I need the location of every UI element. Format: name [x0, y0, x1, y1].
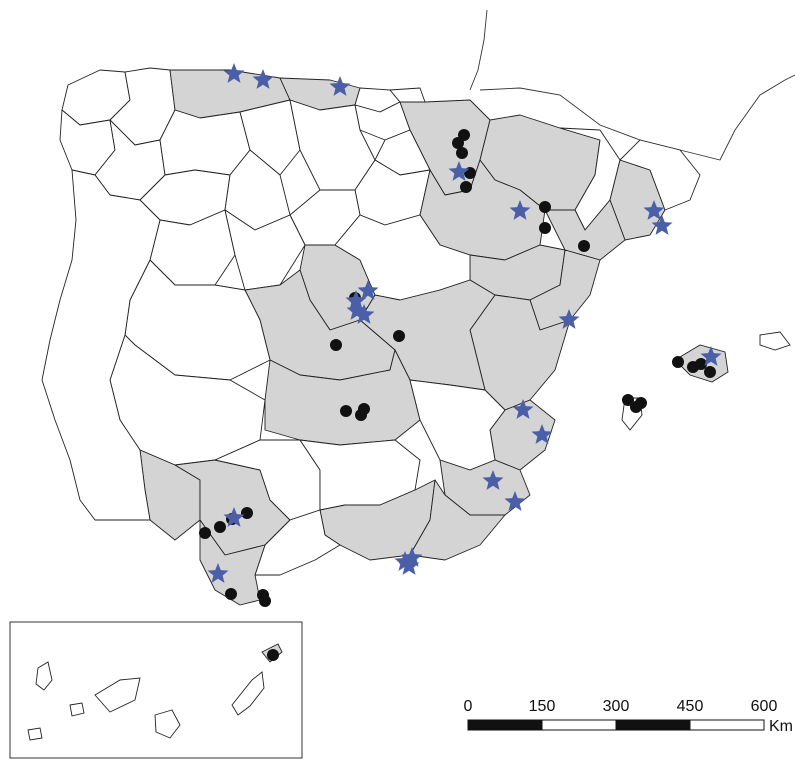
island-el-hierro [27, 727, 43, 741]
star-marker [509, 200, 531, 220]
province-malaga [254, 509, 341, 576]
province-palencia [239, 99, 301, 176]
circle-marker [539, 222, 551, 234]
island-gran-canaria [154, 709, 181, 739]
star-marker [504, 491, 526, 511]
island-la-gomera [69, 702, 85, 717]
scale-tick-label: 150 [529, 698, 556, 715]
island-menorca [759, 331, 791, 351]
circle-marker [340, 405, 352, 417]
scale-tick-label: 300 [603, 698, 630, 715]
star-marker [223, 63, 245, 83]
star-marker [329, 76, 351, 96]
circle-marker [672, 356, 684, 368]
circle-marker [456, 147, 468, 159]
scale-tick-label: 600 [751, 698, 778, 715]
star-marker [345, 290, 367, 310]
star-markers [207, 63, 722, 583]
province-avila [224, 209, 306, 291]
island-la-palma [35, 661, 53, 691]
circle-marker [539, 201, 551, 213]
star-marker [398, 555, 420, 575]
star-marker [207, 563, 229, 583]
star-marker [357, 280, 379, 300]
canary-islands [27, 643, 283, 741]
star-marker [643, 200, 665, 220]
circle-marker [460, 181, 472, 193]
circle-marker [225, 588, 237, 600]
island-fuerteventura [231, 671, 265, 716]
scale-segment-4 [689, 719, 765, 731]
star-marker [651, 215, 673, 235]
star-marker [448, 161, 470, 181]
star-marker [531, 424, 553, 444]
circle-marker [199, 527, 211, 539]
circle-marker [330, 339, 342, 351]
scale-segment-2 [541, 719, 617, 731]
canary-inset-frame [9, 621, 303, 759]
circle-marker [622, 394, 634, 406]
province-tarragona [544, 199, 626, 261]
circle-marker [267, 649, 279, 661]
circle-marker [578, 240, 590, 252]
portugal-outline [41, 169, 161, 521]
scale-bar: 0 150 300 450 600 Km [464, 698, 793, 735]
provinces [41, 67, 701, 606]
circle-marker [259, 595, 271, 607]
circle-marker [695, 358, 707, 370]
star-marker [558, 309, 580, 329]
circle-marker [452, 137, 464, 149]
island-tenerife [94, 677, 141, 713]
scale-segment-3 [615, 719, 691, 731]
province-leon [159, 109, 251, 176]
star-marker [223, 507, 245, 527]
scale-segment-1 [467, 719, 543, 731]
circle-marker [241, 507, 253, 519]
province-almeria [409, 479, 506, 561]
scale-unit-label: Km [769, 718, 793, 735]
scale-tick-label: 0 [464, 698, 473, 715]
star-marker [482, 470, 504, 490]
scale-tick-label: 450 [677, 698, 704, 715]
star-marker [353, 304, 375, 324]
province-albacete [409, 379, 506, 471]
circle-marker [704, 366, 716, 378]
star-marker [700, 346, 722, 366]
circle-marker [214, 521, 226, 533]
province-girona [619, 139, 701, 211]
star-marker [346, 300, 368, 320]
star-marker [252, 69, 274, 89]
star-marker [401, 547, 423, 567]
star-marker [512, 399, 534, 419]
star-marker [394, 551, 416, 571]
circle-marker [393, 330, 405, 342]
circle-markers [199, 129, 716, 661]
circle-marker [358, 403, 370, 415]
circle-marker [635, 397, 647, 409]
